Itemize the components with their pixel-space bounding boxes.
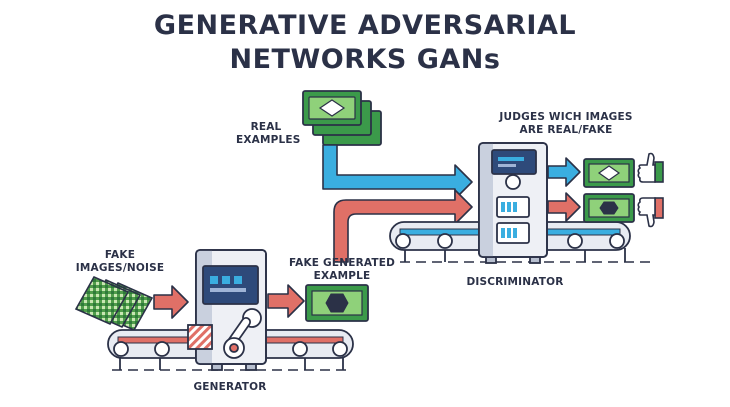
judges-label-line2: ARE REAL/FAKE bbox=[519, 124, 613, 136]
judges-label: JUDGES WICH IMAGES ARE REAL/FAKE bbox=[496, 111, 636, 137]
diagram-title-line1: GENERATIVE ADVERSARIAL bbox=[153, 10, 577, 41]
fake-noise-label-line1: FAKE bbox=[104, 249, 136, 261]
fake-noise-label-line2: IMAGES/NOISE bbox=[75, 262, 165, 274]
noise-input-arrow bbox=[153, 285, 189, 319]
thumbs-down-icon bbox=[637, 197, 664, 228]
generator-output-arrow bbox=[267, 284, 305, 318]
fake-data-arrow bbox=[333, 189, 473, 263]
fake-generated-bill-icon bbox=[305, 284, 369, 322]
fake-output-bill-icon bbox=[583, 193, 635, 223]
discriminator-label: DISCRIMINATOR bbox=[466, 276, 564, 288]
real-output-bill-icon bbox=[583, 158, 635, 188]
generator-machine bbox=[187, 249, 267, 371]
fake-generated-label-line2: EXAMPLE bbox=[313, 270, 371, 282]
fake-generated-label: FAKE GENERATED EXAMPLE bbox=[282, 257, 402, 283]
real-examples-label-line1: REAL bbox=[250, 121, 282, 133]
fake-noise-label: FAKE IMAGES/NOISE bbox=[70, 249, 170, 275]
real-data-arrow bbox=[322, 144, 473, 200]
judges-label-line1: JUDGES WICH IMAGES bbox=[499, 111, 633, 123]
fake-output-arrow bbox=[547, 192, 581, 222]
real-money-stack-icon bbox=[302, 90, 382, 146]
real-output-arrow bbox=[547, 157, 581, 187]
diagram-title-line2: NETWORKS GANs bbox=[229, 44, 501, 75]
fake-generated-label-line1: FAKE GENERATED bbox=[288, 257, 396, 269]
generator-label: GENERATOR bbox=[193, 381, 267, 393]
thumbs-up-icon bbox=[637, 152, 664, 183]
noise-images-stack-icon bbox=[74, 275, 154, 332]
real-examples-label: REAL EXAMPLES bbox=[236, 121, 301, 147]
real-examples-label-line2: EXAMPLES bbox=[236, 134, 301, 146]
discriminator-machine bbox=[478, 142, 548, 264]
